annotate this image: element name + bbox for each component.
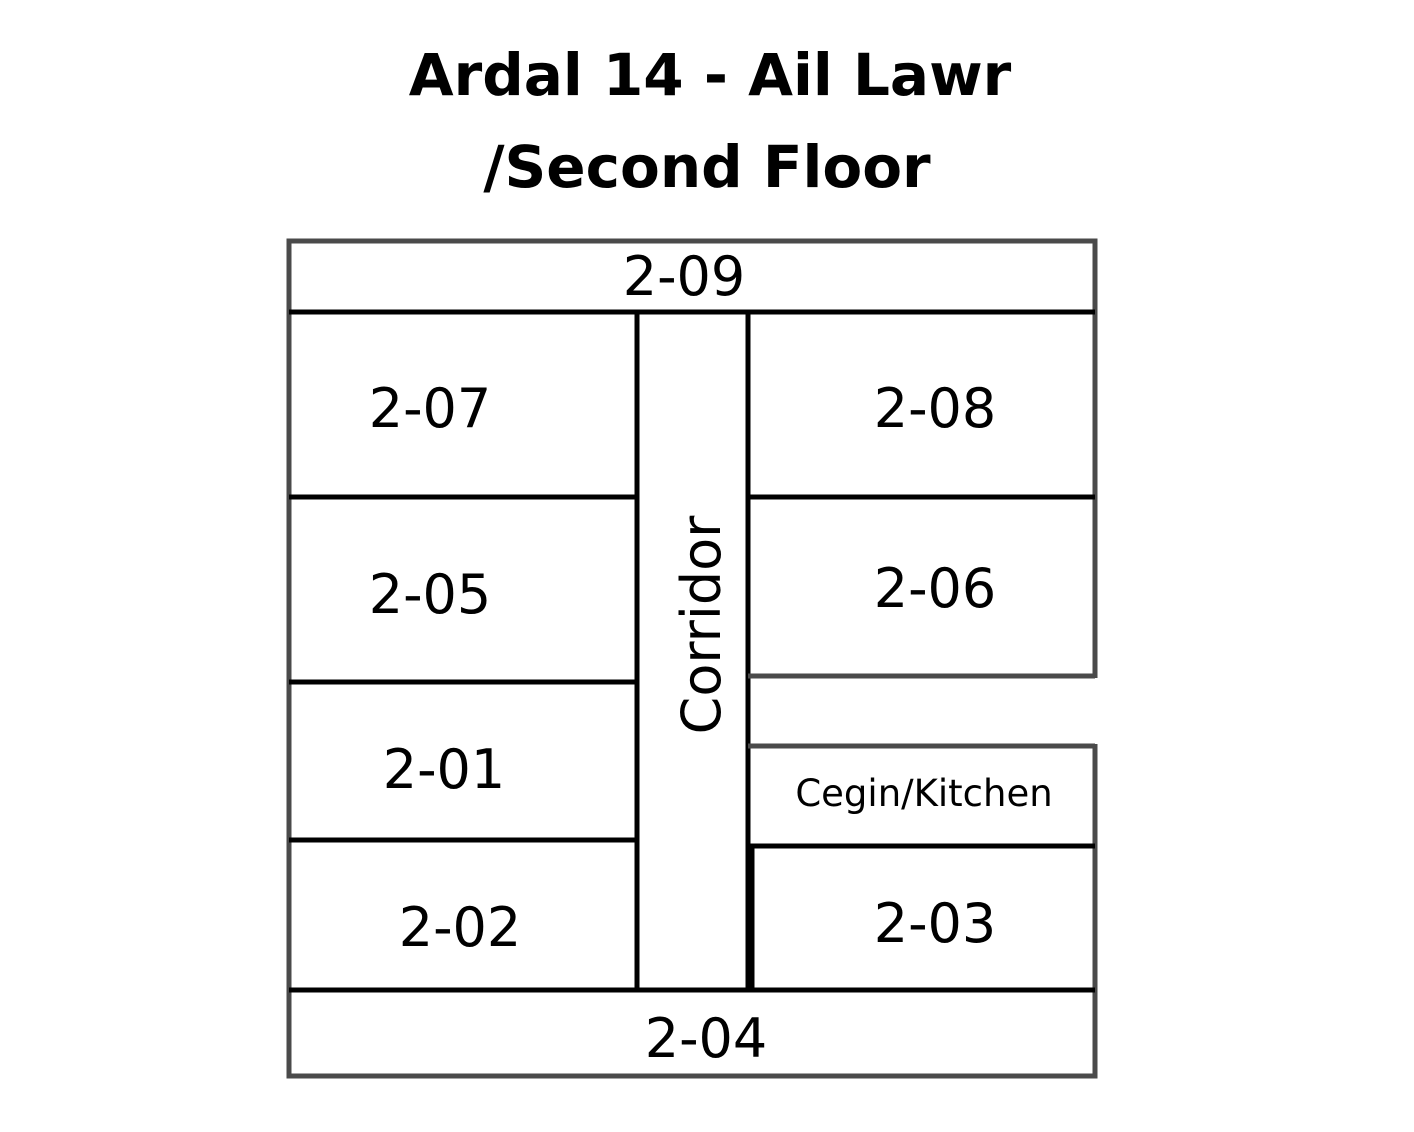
right-opening bbox=[1090, 678, 1102, 744]
outer-walls bbox=[286, 238, 1098, 1079]
room-label-2-07: 2-07 bbox=[369, 377, 492, 440]
room-label-2-06: 2-06 bbox=[874, 557, 997, 620]
plan-title-line-1: Ardal 14 - Ail Lawr bbox=[408, 41, 1012, 109]
room-label-2-02: 2-02 bbox=[399, 896, 522, 959]
room-label-2-09: 2-09 bbox=[623, 245, 746, 308]
room-label-2-03: 2-03 bbox=[874, 892, 997, 955]
inner-walls bbox=[289, 309, 1095, 993]
room-labels: 2-09 2-07 2-08 2-05 2-06 2-01 Cegin/Kitc… bbox=[369, 245, 1053, 1070]
room-label-2-08: 2-08 bbox=[874, 377, 997, 440]
plan-title-line-2: /Second Floor bbox=[483, 133, 931, 201]
room-label-2-05: 2-05 bbox=[369, 563, 492, 626]
room-label-2-01: 2-01 bbox=[383, 738, 506, 801]
outer-wall bbox=[286, 238, 1098, 1079]
room-label-corridor: Corridor bbox=[670, 515, 733, 735]
room-label-2-04: 2-04 bbox=[645, 1007, 768, 1070]
room-label-kitchen: Cegin/Kitchen bbox=[795, 772, 1052, 815]
